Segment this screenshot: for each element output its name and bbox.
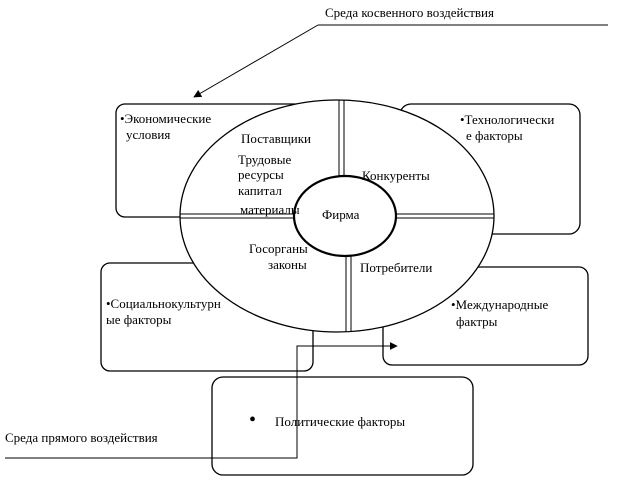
competitors-label: Конкуренты bbox=[362, 168, 430, 183]
suppliers-line2: Трудовые bbox=[238, 152, 291, 167]
suppliers-line1: Поставщики bbox=[241, 131, 311, 146]
government-line1: Госорганы bbox=[249, 241, 308, 256]
suppliers-line5: материалы bbox=[240, 202, 300, 217]
political-text: Политические факторы bbox=[275, 414, 405, 429]
tech-line1: •Технологически bbox=[460, 112, 554, 127]
political-bullet: • bbox=[249, 409, 256, 431]
economic-line2: условия bbox=[126, 127, 170, 142]
indirect-arrow bbox=[193, 24, 319, 98]
direct-label: Среда прямого воздействия bbox=[5, 430, 158, 445]
social-line1: •Социальнокультурн bbox=[106, 296, 221, 311]
government-line2: законы bbox=[268, 257, 307, 272]
international-line1: •Международные bbox=[451, 297, 548, 312]
consumers-label: Потребители bbox=[360, 260, 432, 275]
suppliers-line3: ресурсы bbox=[238, 167, 284, 182]
political-box bbox=[211, 376, 474, 476]
international-line2: фактры bbox=[456, 314, 498, 329]
direct-arrow bbox=[194, 342, 398, 459]
firm-label: Фирма bbox=[322, 207, 360, 222]
suppliers-line4: капитал bbox=[238, 183, 282, 198]
indirect-label: Среда косвенного воздействия bbox=[325, 5, 494, 20]
firm-circle bbox=[292, 174, 398, 258]
economic-line1: •Экономические bbox=[120, 111, 211, 126]
sector-dividers bbox=[180, 100, 494, 332]
tech-line2: е факторы bbox=[466, 128, 523, 143]
social-line2: ые факторы bbox=[106, 312, 172, 327]
